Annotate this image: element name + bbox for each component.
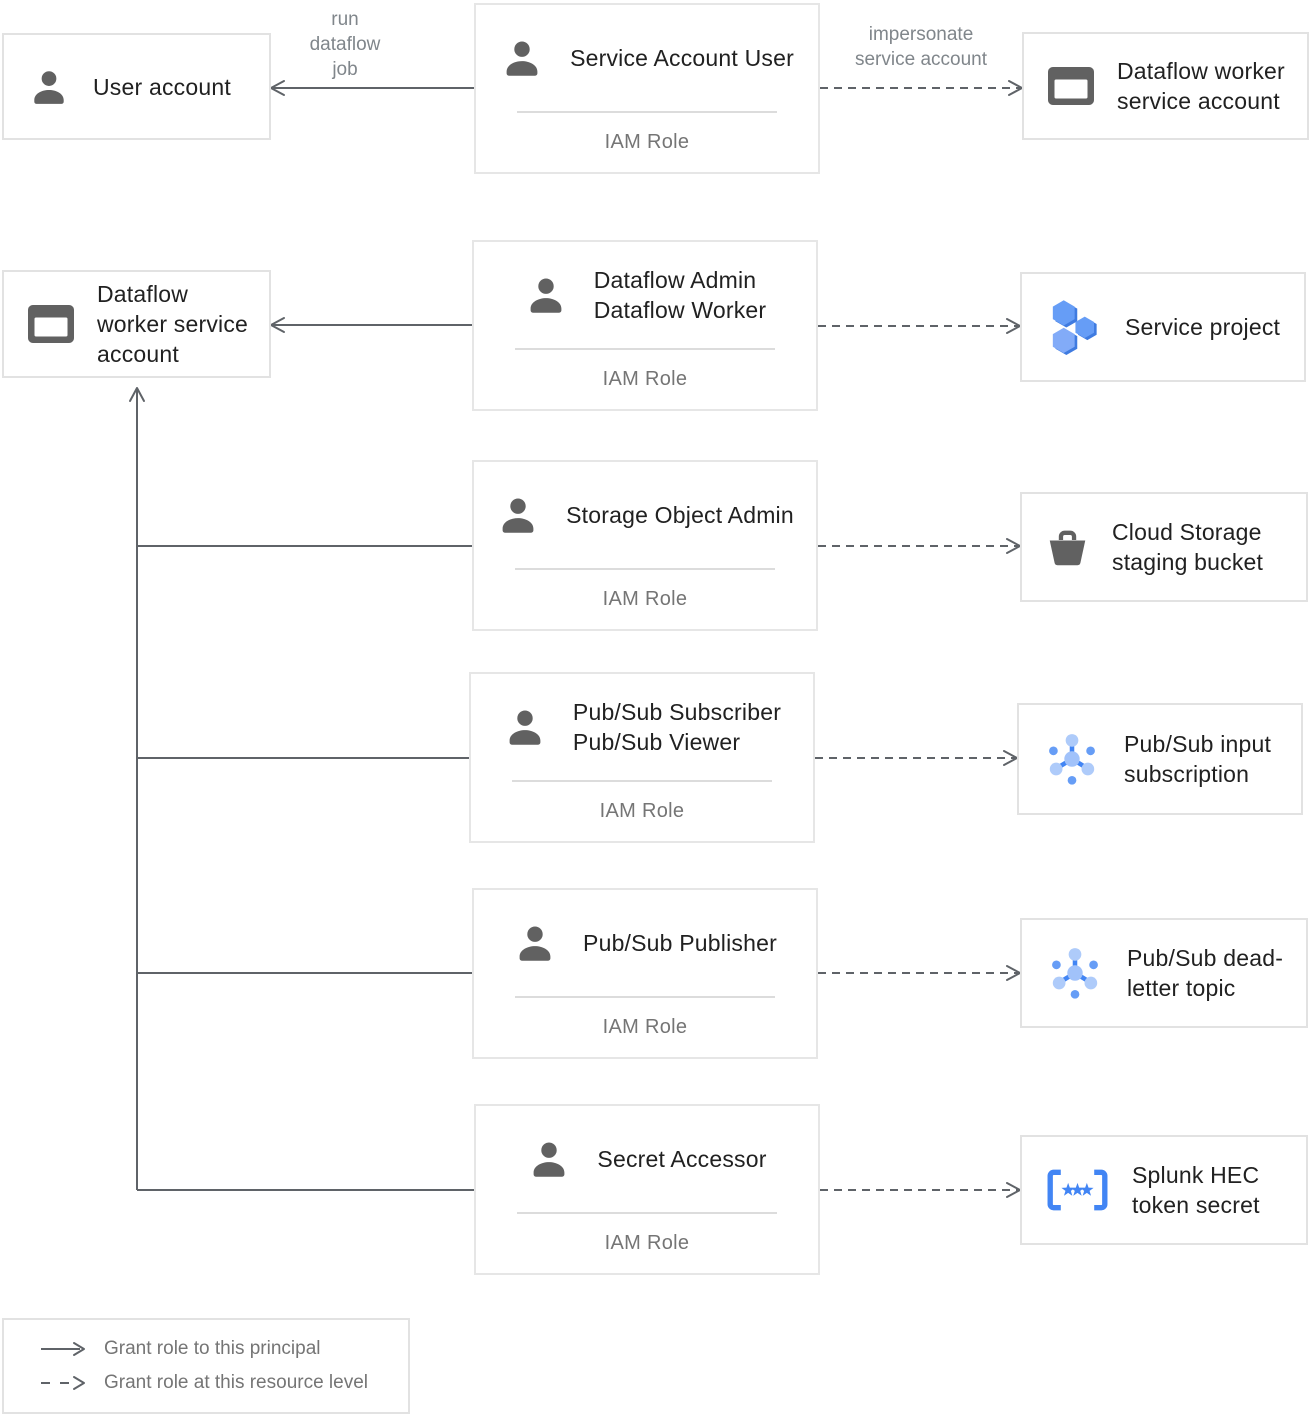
storage-bucket-icon: [1049, 530, 1086, 565]
entity-label: Cloud Storage staging bucket: [1112, 519, 1264, 575]
entity-box-cloud-storage-staging-bucket: Cloud Storage staging bucket: [1020, 492, 1308, 602]
role-title: Secret Accessor: [597, 1146, 767, 1172]
iam-role-label: IAM Role: [604, 131, 690, 153]
edge-resource-staging-bucket: [818, 538, 1021, 554]
legend-item-solid: Grant role to this principal: [40, 1338, 408, 1360]
edge-label-run-dataflow-job: run dataflow job: [309, 9, 381, 80]
service-account-window-icon: [28, 305, 74, 343]
entity-box-user-account: User account: [2, 33, 271, 140]
pubsub-icon: [1049, 734, 1095, 785]
edge-impersonate: [820, 80, 1023, 96]
legend-item-dashed: Grant role at this resource level: [40, 1372, 408, 1394]
entity-label: Service project: [1125, 314, 1281, 340]
divider: [515, 996, 775, 998]
entity-box-pubsub-input-subscription: Pub/Sub input subscription: [1017, 703, 1303, 815]
edge-grant-trunk: [129, 387, 145, 1190]
person-icon: [534, 1142, 565, 1177]
role-box-storage-object-admin: Storage Object Admin IAM Role: [472, 460, 818, 631]
person-icon: [502, 498, 534, 533]
role-title: Service Account User: [570, 45, 794, 71]
role-title: Pub/Sub Publisher: [583, 930, 777, 956]
entity-box-dataflow-worker-service-account: Dataflow worker service account: [2, 270, 271, 378]
divider: [517, 111, 777, 113]
entity-box-pubsub-dead-letter-topic: Pub/Sub dead-letter topic: [1020, 918, 1308, 1028]
pubsub-icon: [1052, 948, 1098, 999]
solid-arrow-icon: [41, 1342, 85, 1356]
edge-resource-input-subscription: [815, 750, 1018, 766]
person-icon: [506, 41, 538, 76]
service-account-window-icon: [1048, 67, 1094, 105]
role-box-service-account-user: Service Account User IAM Role: [474, 3, 820, 174]
role-title: Pub/Sub Subscriber Pub/Sub Viewer: [572, 699, 782, 755]
iam-role-label: IAM Role: [604, 1232, 690, 1254]
iam-role-label: IAM Role: [602, 368, 688, 390]
entity-label: Pub/Sub dead-letter topic: [1127, 945, 1284, 1001]
edge-resource-service-project: [818, 318, 1021, 334]
divider: [517, 1212, 777, 1214]
edge-resource-dead-letter-topic: [818, 965, 1021, 981]
legend-label-solid: Grant role to this principal: [104, 1338, 321, 1359]
role-box-pubsub-subscriber-viewer: Pub/Sub Subscriber Pub/Sub Viewer IAM Ro…: [469, 672, 815, 843]
divider: [512, 780, 772, 782]
entity-label: Dataflow worker service account: [1117, 58, 1285, 114]
person-icon: [34, 70, 64, 104]
dashed-arrow-icon: [41, 1376, 85, 1390]
entity-label: User account: [93, 73, 231, 100]
edge-run-dataflow-job: [270, 80, 474, 96]
divider: [515, 568, 775, 570]
entity-label: Dataflow worker service account: [97, 281, 249, 367]
edge-label-impersonate-service-account: impersonate service account: [854, 24, 987, 70]
edge-resource-token-secret: [820, 1182, 1021, 1198]
person-icon: [530, 278, 562, 313]
person-icon: [509, 710, 541, 745]
role-title: Storage Object Admin: [566, 502, 794, 528]
entity-label: Pub/Sub input subscription: [1124, 731, 1272, 787]
person-icon: [519, 926, 551, 961]
edge-grant-dataflow-roles: [270, 317, 472, 333]
role-box-dataflow-admin-worker: Dataflow Admin Dataflow Worker IAM Role: [472, 240, 818, 411]
legend: Grant role to this principal Grant role …: [2, 1318, 410, 1414]
entity-box-service-project: Service project: [1020, 272, 1306, 382]
entity-box-dataflow-worker-service-account-target: Dataflow worker service account: [1022, 32, 1309, 140]
iam-role-label: IAM Role: [602, 588, 688, 610]
iam-role-label: IAM Role: [602, 1016, 688, 1038]
divider: [515, 348, 775, 350]
iam-role-label: IAM Role: [599, 800, 685, 822]
entity-box-splunk-hec-token-secret: Splunk HEC token secret: [1020, 1135, 1308, 1245]
project-hexagons-icon: [1052, 300, 1097, 356]
role-box-pubsub-publisher: Pub/Sub Publisher IAM Role: [472, 888, 818, 1059]
role-box-secret-accessor: Secret Accessor IAM Role: [474, 1104, 820, 1275]
entity-label: Splunk HEC token secret: [1132, 1162, 1260, 1218]
legend-label-dashed: Grant role at this resource level: [104, 1372, 369, 1393]
secret-manager-icon: [1047, 1169, 1108, 1211]
role-title: Dataflow Admin Dataflow Worker: [593, 267, 767, 323]
